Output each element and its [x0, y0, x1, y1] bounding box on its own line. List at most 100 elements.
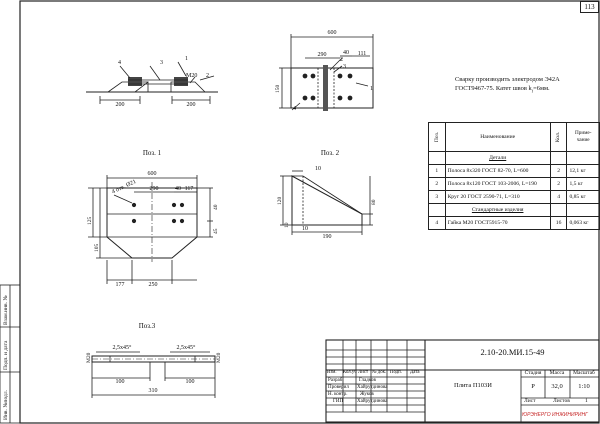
- callout-label: 4: [293, 106, 296, 112]
- col-mass: Масса: [549, 370, 565, 376]
- hdr-sign: Подп.: [390, 370, 402, 375]
- spec-cell-note: 0,85 кг: [566, 190, 600, 204]
- dim-label: 600: [327, 30, 337, 36]
- mass-value: 32,0: [551, 383, 563, 390]
- stage-value: Р: [531, 383, 535, 390]
- dim-label: 100: [185, 379, 195, 385]
- dim-label: 177: [115, 282, 125, 288]
- col-stage: Стадия: [524, 370, 542, 376]
- dim-label: М20: [186, 73, 198, 79]
- callout-label: 3: [160, 60, 163, 66]
- welding-note: Сварку производить электродом Э42А ГОСТ9…: [455, 75, 560, 95]
- spec-header-name: Наименование: [444, 122, 551, 152]
- dim-label: 125: [87, 216, 93, 225]
- caption-pos1: Поз. 1: [142, 149, 162, 157]
- name-developer: Гладков: [359, 378, 376, 383]
- spec-cell-qty: 2: [549, 164, 568, 178]
- dim-label: М20: [216, 352, 222, 363]
- role-developer: Разраб.: [328, 378, 344, 383]
- margin-inv-dup: Взам.инв. №: [3, 295, 9, 325]
- dim-label: 80: [371, 199, 377, 206]
- hdr-doc: № док.: [372, 370, 387, 375]
- margin-inv-orig: Инв. №подл.: [3, 390, 9, 420]
- callout-label: 1: [185, 56, 188, 62]
- spec-cell-pos: 1: [428, 164, 446, 178]
- spec-cell-note: 1,5 кг: [566, 177, 600, 191]
- dim-label: 10: [284, 222, 290, 229]
- dim-label: 120: [277, 196, 283, 205]
- spec-cell-qty: 4: [549, 190, 568, 204]
- drawing-title: Плита П103И: [454, 382, 492, 389]
- role-gip: ГИП: [333, 399, 344, 404]
- title-block-lines: [325, 339, 600, 423]
- dim-label: 290: [317, 52, 327, 58]
- dim-label: 105: [94, 243, 100, 252]
- dim-label: 40: [213, 204, 219, 211]
- spec-cell-note: 0,063 кг: [566, 216, 600, 230]
- dim-label: 250: [148, 282, 158, 288]
- hdr-list: Лист: [358, 370, 369, 375]
- spec-cell-pos: 3: [428, 190, 446, 204]
- document-code: 2.10-20.МИ.15-49: [480, 347, 545, 357]
- dim-label: 200: [186, 102, 196, 108]
- spec-section-details-label: Детали: [444, 151, 551, 165]
- dim-label: 600: [147, 171, 157, 177]
- spec-cell-pos: 2: [428, 177, 446, 191]
- dim-label: 200: [115, 102, 125, 108]
- dim-label: 10: [315, 166, 321, 172]
- sheet-label: Лист: [524, 398, 536, 404]
- role-norm-control: Н. контр.: [328, 392, 348, 397]
- dim-label: 150: [275, 84, 281, 93]
- spec-cell-name: Круг 20 ГОСТ 2590-71, L=310: [444, 190, 551, 204]
- part-pos1: [88, 175, 213, 284]
- callout-label: 2: [206, 73, 209, 79]
- dim-label: 10: [302, 226, 308, 232]
- sheets-count: 1: [585, 398, 588, 404]
- dim-label: М20: [86, 352, 92, 363]
- role-checker: Проверил: [328, 385, 349, 390]
- name-checker: Хайрутдинова: [357, 385, 388, 390]
- name-gip: Хайрутдинова: [357, 399, 388, 404]
- part-pos3: [91, 351, 216, 398]
- margin-sign-date: Подп. и дата: [3, 340, 9, 370]
- dim-label: 2,5x45°: [176, 345, 196, 351]
- note-line-2: ГОСТ9467-75. Катет швов kf=6мм.: [455, 84, 560, 95]
- callout-label: 4: [118, 60, 121, 66]
- dim-label: 117: [184, 186, 194, 192]
- view-2: [279, 34, 374, 111]
- company-logo: ЮРЭНЕРГО ИНЖИНИРИНГ: [522, 412, 588, 418]
- specification-table: Поз. Наименование Кол. Приме-чание Детал…: [428, 122, 600, 230]
- dim-label: 111: [357, 51, 367, 57]
- callout-label: 2: [340, 57, 343, 63]
- part-pos2: [280, 170, 373, 235]
- spec-cell-note: 12,1 кг: [566, 164, 600, 178]
- spec-header-qty: Кол.: [549, 122, 568, 152]
- table-row: 4 Гайка М20 ГОСТ5915-70 16 0,063 кг: [428, 216, 600, 230]
- note-line-2-text: ГОСТ9467-75. Катет швов k: [455, 85, 532, 92]
- spec-cell-qty: 2: [549, 177, 568, 191]
- dim-label: 40: [175, 186, 181, 192]
- dim-label: 2,5x45°: [112, 345, 132, 351]
- spec-header-row: Поз. Наименование Кол. Приме-чание: [428, 122, 600, 152]
- view-1: [86, 61, 218, 104]
- name-norm-control: Жуков: [360, 392, 374, 397]
- note-line-2-sub: f: [531, 88, 534, 94]
- spec-header-qty-text: Кол.: [555, 131, 562, 143]
- callout-label: 1: [370, 86, 373, 92]
- caption-pos3: Поз.3: [138, 322, 156, 330]
- sheets-label: Листов: [553, 398, 570, 404]
- spec-cell-name: Полоса 8х320 ГОСТ 82-70, L=600: [444, 164, 551, 178]
- spec-cell-pos: 4: [428, 216, 446, 230]
- spec-header-note: Приме-чание: [566, 122, 600, 152]
- note-line-1: Сварку производить электродом Э42А: [455, 76, 560, 83]
- spec-header-pos: Поз.: [428, 122, 446, 152]
- dim-label: 45: [213, 228, 219, 235]
- hdr-date: Дата: [410, 370, 420, 375]
- note-line-2-end: =6мм.: [533, 85, 550, 92]
- caption-pos2: Поз. 2: [320, 149, 340, 157]
- table-row: 3 Круг 20 ГОСТ 2590-71, L=310 4 0,85 кг: [428, 190, 600, 204]
- page-number: 113: [580, 1, 599, 13]
- spec-cell-name: Полоса 8х120 ГОСТ 103-2006, L=190: [444, 177, 551, 191]
